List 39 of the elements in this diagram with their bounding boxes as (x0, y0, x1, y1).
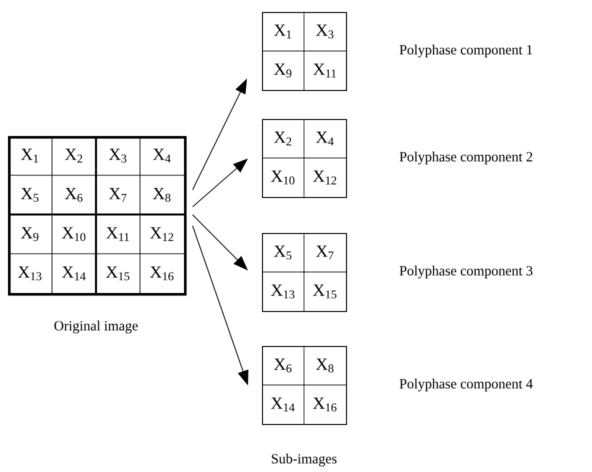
cell-text: X$_{11}$ (313, 64, 336, 78)
cell-text: X$_{6}$ (274, 358, 292, 372)
cell-text: X$_{15}$ (106, 266, 130, 280)
cell-text: X$_{5}$ (21, 188, 38, 202)
caption-text: Polyphase component 3 (400, 266, 532, 278)
arrow (192, 214, 248, 270)
caption-text: Original image (54, 320, 138, 334)
cell-text: X$_{5}$ (274, 246, 292, 260)
cell-text: X$_{12}$ (150, 227, 174, 241)
cell-text: X$_{16}$ (313, 398, 336, 412)
cell-text: X$_{16}$ (150, 266, 174, 280)
cell-text: X$_{8}$ (153, 188, 170, 202)
cell-text: X$_{7}$ (109, 188, 127, 202)
cell-text: X$_{8}$ (316, 358, 334, 372)
cell-text: X$_{9}$ (274, 64, 292, 78)
cell-text: X$_{4}$ (316, 132, 334, 146)
cell-text: X$_{11}$ (106, 227, 129, 241)
cell-text: X$_{2}$ (274, 132, 292, 146)
cell-text: X$_{4}$ (153, 148, 171, 162)
cell-text: X$_{13}$ (18, 266, 42, 280)
cell-text: X$_{3}$ (109, 148, 126, 163)
cell-text: X$_{14}$ (62, 266, 86, 280)
cell-text: X$_{7}$ (316, 246, 334, 260)
cell-text: X$_{14}$ (271, 398, 295, 412)
caption-text: Polyphase component 2 (400, 152, 532, 164)
caption-text: Sub-images (272, 454, 337, 466)
caption-text: Polyphase component 1 (400, 44, 532, 58)
cell-text: X$_{1}$ (274, 24, 292, 38)
cell-text: X$_{10}$ (271, 170, 294, 184)
cell-text: X$_{2}$ (65, 148, 82, 162)
cell-text: X$_{13}$ (271, 284, 294, 298)
cell-text: X$_{3}$ (316, 24, 334, 38)
cell-text: X$_{6}$ (65, 188, 83, 202)
cell-text: X$_{1}$ (21, 148, 38, 162)
cell-text: X$_{10}$ (62, 227, 86, 242)
cell-text: X$_{12}$ (313, 170, 336, 184)
cell-text: X$_{9}$ (21, 227, 38, 242)
caption-text: Polyphase component 4 (400, 378, 533, 392)
cell-text: X$_{15}$ (313, 284, 336, 298)
